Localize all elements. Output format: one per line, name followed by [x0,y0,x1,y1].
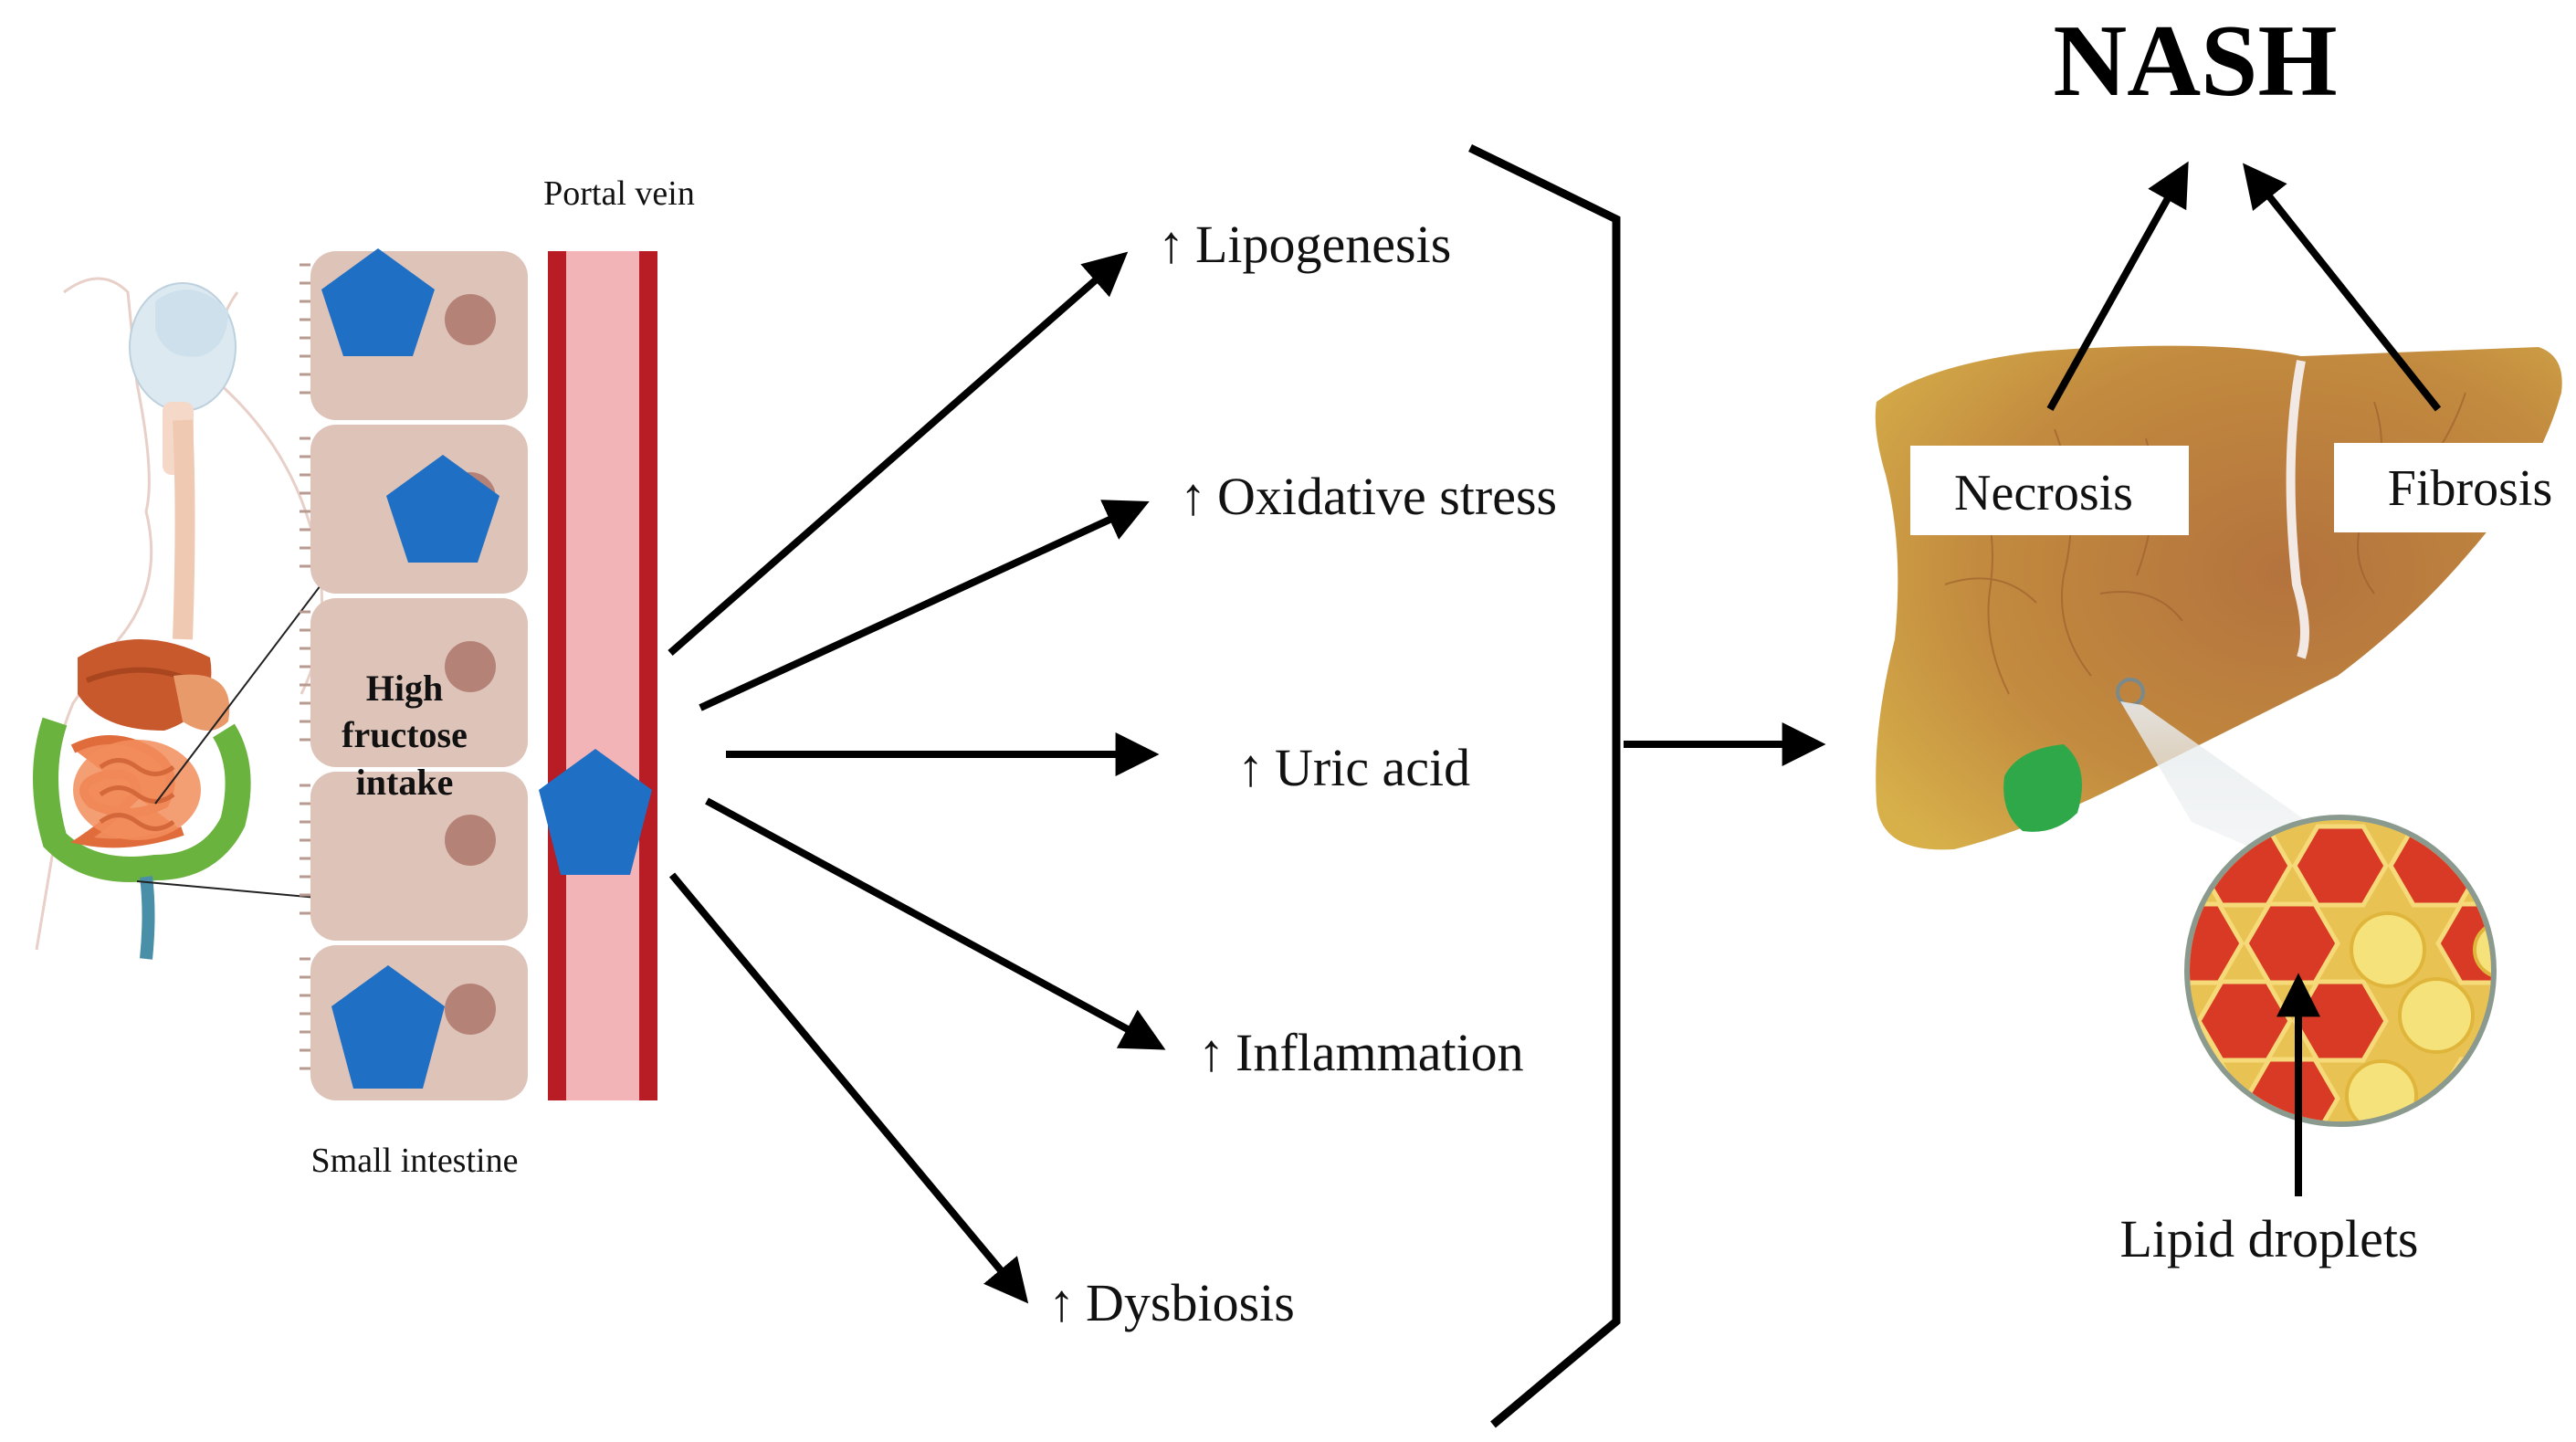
arrow-fibrosis-to-nash [2243,163,2442,412]
arrow-to-inflammation [705,797,1166,1050]
gallbladder [2003,744,2082,832]
small-intestine-label: Small intestine [311,1142,519,1180]
cell-nucleus [445,984,496,1035]
effect-inflammation: ↑Inflammation [1198,1023,1524,1082]
lipid-droplet-magnification [2184,815,2497,1127]
high-fructose-label-line1: High [366,668,443,709]
fructose-molecules [321,248,652,1089]
arrow-to-oxidative-stress [699,500,1150,711]
effect-oxidative-stress: ↑Oxidative stress [1180,467,1557,526]
cell-nucleus [445,641,496,692]
lipid-droplets-label: Lipid droplets [2119,1209,2418,1268]
fructose-pentagon [386,455,499,563]
nash-title: NASH [2053,5,2337,118]
fibrosis-box [2334,443,2571,532]
necrosis-label: Necrosis [1954,465,2133,521]
enterocyte [310,772,528,941]
portal-vein [548,251,657,1100]
cell-nucleus [445,815,496,866]
high-fructose-label-line2: fructose [342,714,468,755]
fibrosis-label: Fibrosis [2388,460,2553,517]
fructose-pentagon [539,749,652,875]
effect-lipogenesis: ↑Lipogenesis [1158,215,1451,274]
portal-vein-label: Portal vein [543,174,695,213]
effect-dysbiosis: ↑Dysbiosis [1048,1273,1295,1332]
necrosis-box [1910,446,2189,535]
arrow-necrosis-to-nash [2046,161,2189,411]
enterocyte [310,598,528,767]
effect-arrows [668,251,1166,1304]
falciform-ligament [2286,360,2309,659]
cell-nucleus [445,294,496,345]
high-fructose-label-line3: intake [356,762,454,803]
effect-uric-acid: ↑Uric acid [1237,738,1470,797]
microvilli [300,263,310,1070]
arrow-to-dysbiosis [668,872,1029,1304]
fructose-pentagon [321,248,435,356]
grouping-bracket [1468,143,1621,1428]
digestive-system-illustration [33,277,489,960]
fructose-pentagon [331,965,445,1089]
arrow-to-lipogenesis [668,251,1129,657]
liver-illustration [1875,345,2562,950]
